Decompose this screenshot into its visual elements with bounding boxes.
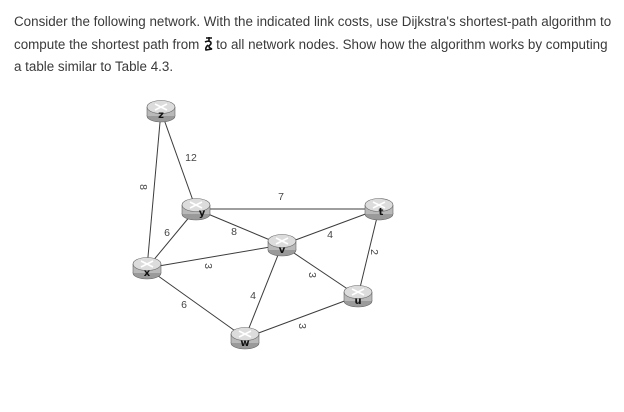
link-cost-v-u: 3 (306, 272, 318, 278)
link-y-v (195, 208, 283, 246)
link-x-v (146, 244, 283, 269)
link-cost-x-w: 6 (181, 299, 187, 311)
router-label-t: t (379, 207, 384, 218)
link-v-t (281, 208, 380, 246)
link-cost-u-w: 3 (296, 323, 308, 329)
link-cost-x-v: 3 (202, 263, 214, 269)
router-x: x (132, 256, 162, 280)
link-cost-t-u: 2 (368, 249, 380, 255)
text-cursor-icon (204, 36, 213, 51)
router-w: w (230, 326, 260, 350)
question-text-part-2: to all network nodes. Show how the algor… (14, 36, 608, 75)
link-cost-z-x: 8 (137, 184, 149, 190)
link-cost-v-w: 4 (250, 290, 256, 302)
link-x-w (146, 267, 246, 339)
link-cost-y-t: 7 (278, 191, 284, 203)
link-v-u (281, 244, 359, 297)
router-label-w: w (240, 338, 249, 349)
question-text-part-1: Consider the following network. With the… (14, 14, 612, 52)
link-costs: 8 12 7 6 8 3 6 4 3 4 2 3 (137, 152, 380, 329)
router-u: u (343, 284, 373, 308)
link-v-w (244, 244, 283, 339)
question-text: Consider the following network. With the… (14, 11, 614, 79)
router-y: y (181, 197, 211, 221)
router-label-v: v (279, 245, 286, 256)
router-v: v (267, 233, 297, 257)
link-cost-y-v: 8 (231, 226, 237, 238)
link-z-x (146, 110, 162, 269)
link-z-y (160, 110, 197, 210)
link-t-u (357, 208, 380, 297)
router-t: t (364, 197, 394, 221)
link-cost-y-x: 6 (164, 227, 170, 239)
routers: z y x v t u w (132, 99, 394, 350)
link-cost-z-y: 12 (185, 152, 197, 164)
router-label-x: x (144, 268, 151, 279)
router-label-u: u (354, 296, 361, 307)
link-cost-v-t: 4 (327, 229, 333, 241)
link-u-w (244, 295, 359, 339)
router-label-y: y (199, 208, 206, 219)
router-label-z: z (158, 110, 164, 121)
router-icon (181, 197, 211, 221)
router-z: z (146, 99, 176, 123)
